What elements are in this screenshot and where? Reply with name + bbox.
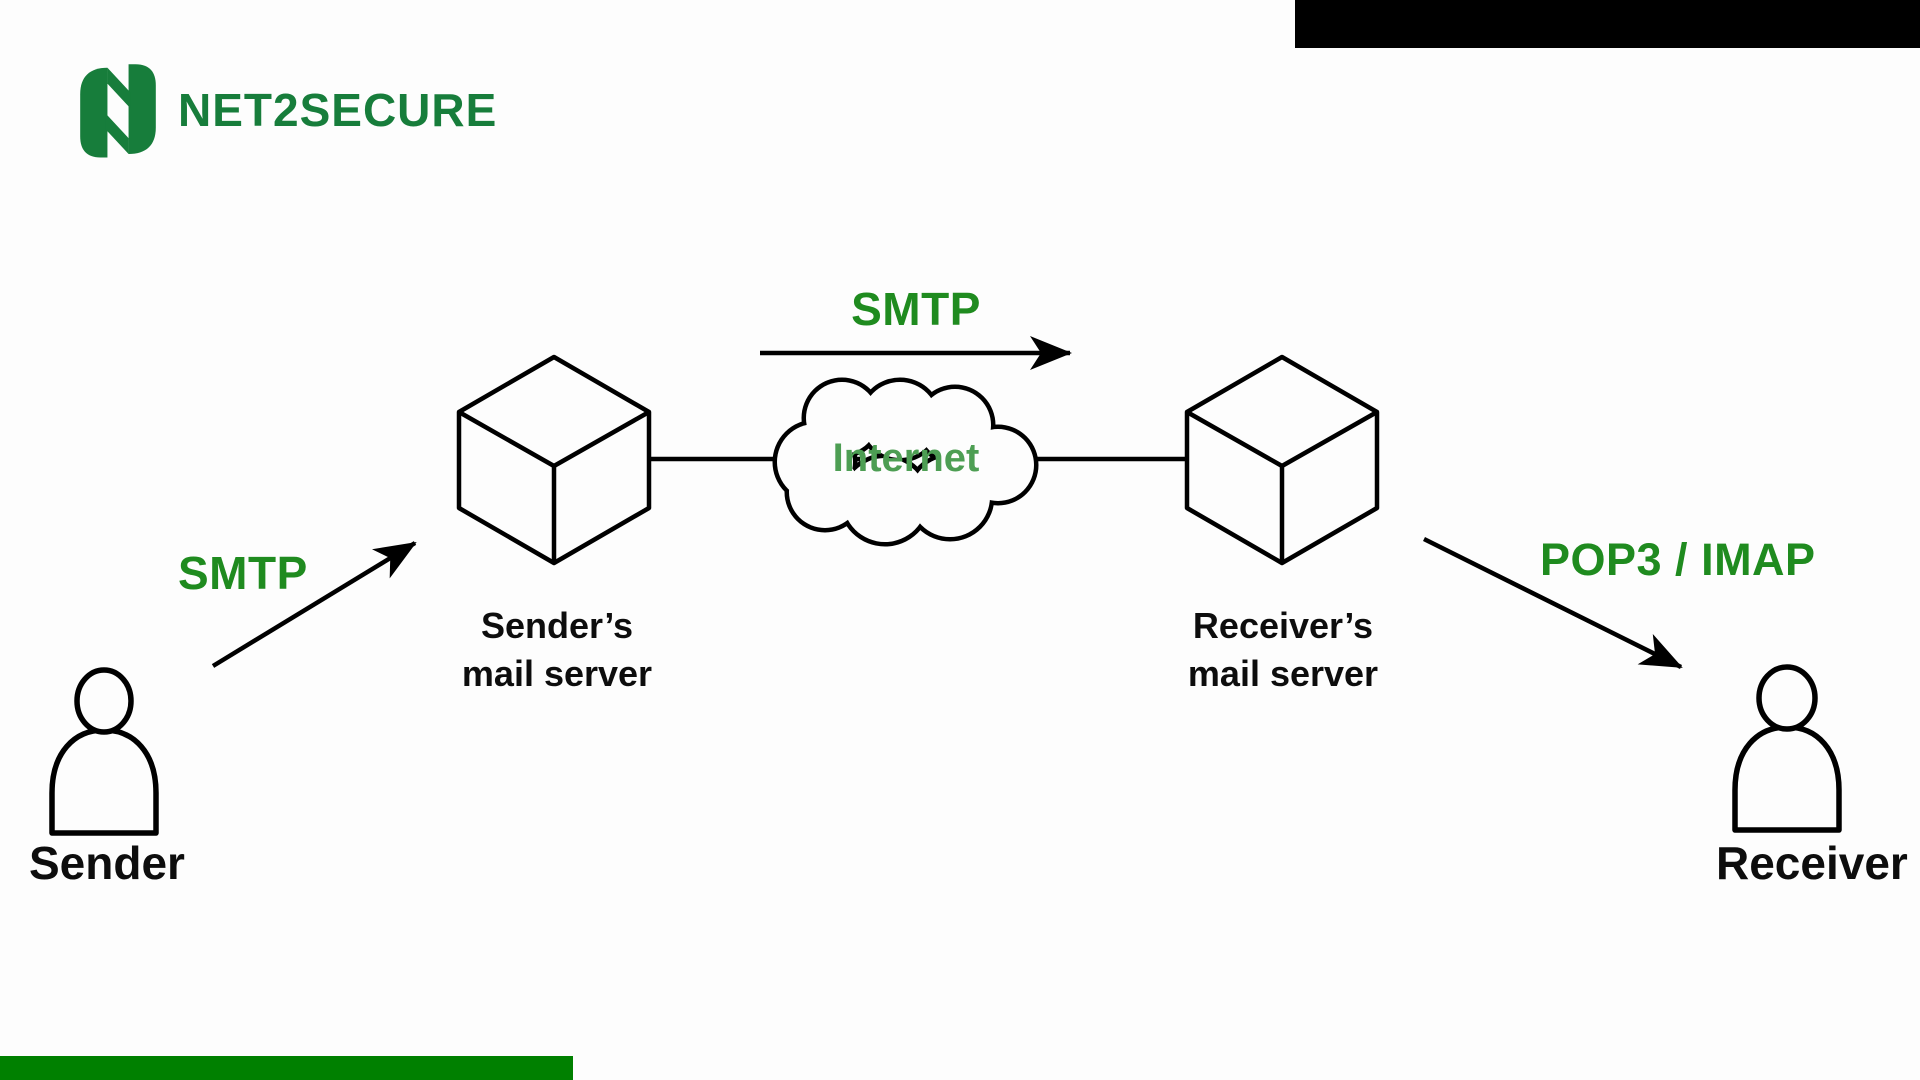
sender-server-label-line2: mail server — [461, 653, 653, 694]
sender-server-label-line1: Sender’s — [480, 605, 634, 646]
internet-cloud-icon — [772, 377, 1039, 547]
top-right-black-bar — [1295, 0, 1920, 48]
sender-label: Sender — [29, 837, 185, 889]
smtp-top-label: SMTP — [851, 283, 981, 335]
sender-server-label: Sender’s mail server — [397, 602, 717, 698]
bottom-left-green-bar — [0, 1056, 573, 1080]
receiver-label: Receiver — [1716, 837, 1908, 889]
receiver-mail-server-icon — [1184, 354, 1380, 566]
pop3-imap-label: POP3 / IMAP — [1540, 534, 1816, 585]
brand-name: NET2SECURE — [178, 84, 498, 136]
receiver-server-label: Receiver’s mail server — [1123, 602, 1443, 698]
smtp-left-label: SMTP — [178, 547, 308, 599]
net2secure-n-icon — [80, 64, 156, 158]
receiver-person-icon — [1732, 664, 1842, 833]
smtp-sender-to-server-arrow — [211, 541, 417, 668]
pop3-imap-server-to-receiver-arrow — [1422, 536, 1683, 670]
brand-logo: NET2SECURE — [74, 58, 534, 162]
internet-label: Internet — [832, 436, 980, 480]
receiver-server-label-line1: Receiver’s — [1192, 605, 1374, 646]
sender-person-icon — [49, 667, 159, 836]
sender-mail-server-icon — [456, 354, 652, 566]
receiver-server-label-line2: mail server — [1187, 653, 1379, 694]
